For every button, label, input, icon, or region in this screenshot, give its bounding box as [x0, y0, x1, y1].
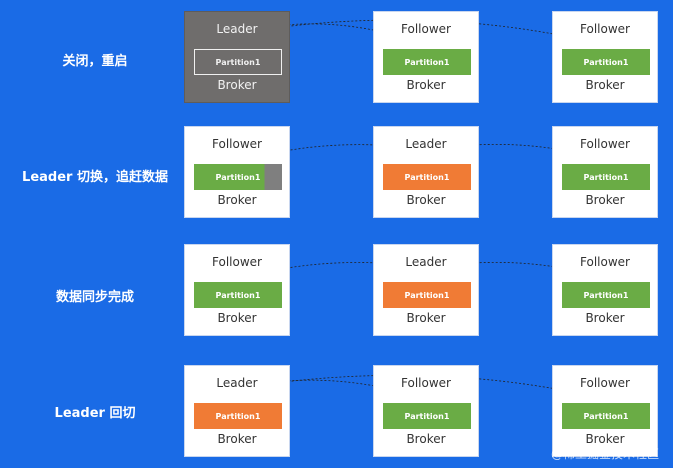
broker-name: Broker [406, 193, 446, 207]
broker-role: Follower [212, 137, 262, 151]
broker-name: Broker [406, 78, 446, 92]
broker-role: Leader [405, 255, 447, 269]
watermark: @稀土掘金技术社区 [550, 447, 659, 461]
broker-role: Follower [401, 22, 451, 36]
broker-name: Broker [217, 78, 257, 92]
step-label: 关闭，重启 [62, 54, 128, 69]
step-label: 数据同步完成 [55, 290, 134, 305]
broker-node: Follower Partition1 Broker [552, 244, 658, 336]
broker-node: Leader Partition1 Broker [373, 126, 479, 218]
partition-follower: Partition1 [383, 403, 471, 429]
broker-node: Follower Partition1 Broker [373, 11, 479, 103]
broker-node: Leader Partition1 Broker [373, 244, 479, 336]
partition-follower: Partition1 [562, 49, 650, 75]
broker-role: Follower [580, 376, 630, 390]
broker-role: Follower [212, 255, 262, 269]
step-label: Leader 回切 [54, 406, 136, 421]
partition-offline: Partition1 [194, 49, 282, 75]
broker-role: Follower [401, 376, 451, 390]
broker-name: Broker [406, 311, 446, 325]
broker-name: Broker [585, 78, 625, 92]
broker-role: Follower [580, 255, 630, 269]
partition-leader: Partition1 [383, 164, 471, 190]
broker-node: Follower Partition1 Broker [184, 244, 290, 336]
step-label: Leader 切换，追赶数据 [22, 170, 168, 185]
broker-name: Broker [217, 432, 257, 446]
partition-follower: Partition1 [562, 403, 650, 429]
broker-name: Broker [217, 311, 257, 325]
partition-follower: Partition1 [562, 164, 650, 190]
broker-node-offline: Leader Partition1 Broker [184, 11, 290, 103]
partition-follower: Partition1 [194, 282, 282, 308]
broker-role: Leader [216, 376, 258, 390]
broker-role: Leader [405, 137, 447, 151]
broker-name: Broker [585, 311, 625, 325]
broker-node: Follower Partition1 Broker [552, 126, 658, 218]
broker-name: Broker [585, 193, 625, 207]
broker-role: Leader [216, 22, 258, 36]
partition-follower: Partition1 [383, 49, 471, 75]
broker-node: Follower Partition1 Broker [373, 365, 479, 457]
broker-node: Leader Partition1 Broker [184, 365, 290, 457]
partition-follower: Partition1 [562, 282, 650, 308]
partition-leader: Partition1 [383, 282, 471, 308]
broker-node: Follower Partition1 Broker [184, 126, 290, 218]
broker-name: Broker [217, 193, 257, 207]
broker-role: Follower [580, 22, 630, 36]
partition-catching-up: Partition1 [194, 164, 282, 190]
partition-leader: Partition1 [194, 403, 282, 429]
broker-role: Follower [580, 137, 630, 151]
broker-name: Broker [406, 432, 446, 446]
broker-name: Broker [585, 432, 625, 446]
broker-node: Follower Partition1 Broker [552, 365, 658, 457]
broker-node: Follower Partition1 Broker [552, 11, 658, 103]
